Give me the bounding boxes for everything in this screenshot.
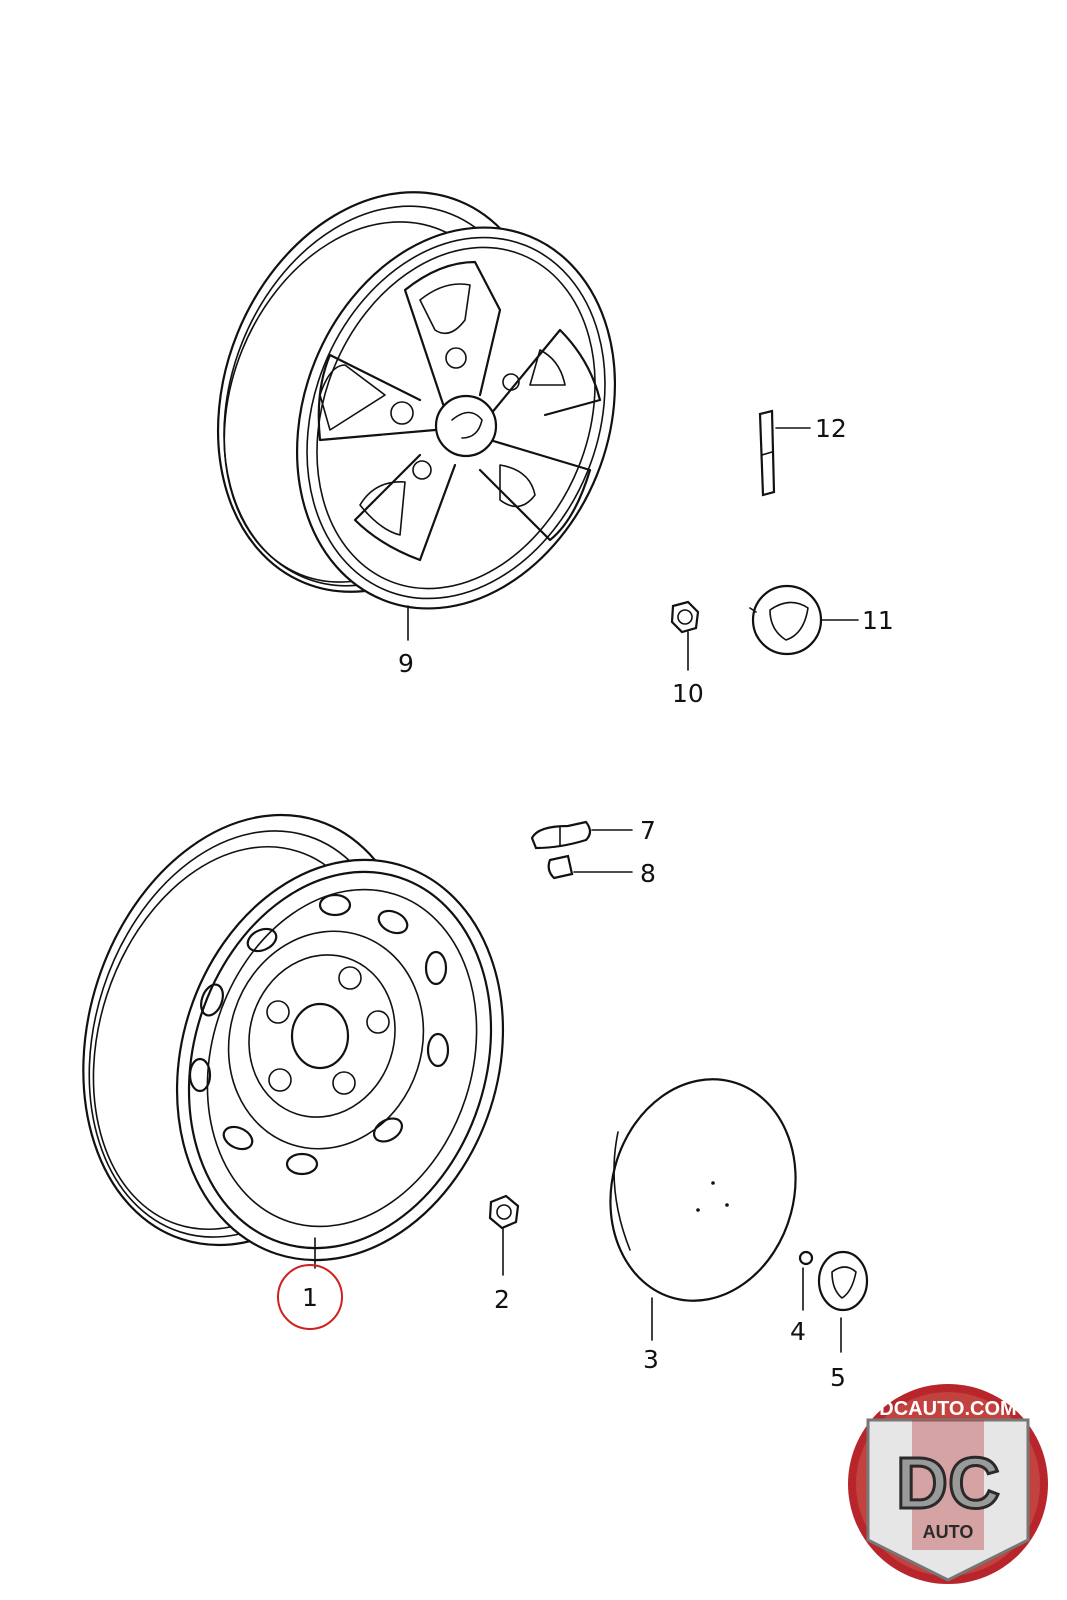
large-hub-cap-part-3[interactable] xyxy=(586,1058,820,1341)
logo-site-text: DCAUTO.COM xyxy=(879,1398,1016,1420)
label-part-7: 7 xyxy=(640,816,656,845)
balance-weight-part-12[interactable] xyxy=(758,409,811,497)
wheel-nut-part-10[interactable] xyxy=(670,600,700,671)
label-part-11: 11 xyxy=(862,606,894,635)
dcauto-logo: DCAUTO.COM DC AUTO xyxy=(848,1384,1048,1584)
steel-wheel-part-1[interactable] xyxy=(30,771,553,1303)
label-part-3: 3 xyxy=(643,1345,659,1374)
logo-initials-text: DC xyxy=(896,1444,1000,1524)
label-part-10: 10 xyxy=(672,679,704,708)
label-part-1: 1 xyxy=(302,1283,318,1312)
bracket-part-8[interactable] xyxy=(547,854,633,880)
label-part-12: 12 xyxy=(815,414,847,443)
highlight-circle-part-1 xyxy=(277,1264,343,1330)
label-part-4: 4 xyxy=(790,1317,806,1346)
alloy-wheel-part-9[interactable] xyxy=(160,143,670,657)
wheel-nut-part-2[interactable] xyxy=(488,1194,520,1276)
label-part-5: 5 xyxy=(830,1363,846,1392)
clip-part-7[interactable] xyxy=(530,820,633,850)
hub-cap-part-11[interactable] xyxy=(749,584,859,656)
washer-part-4[interactable] xyxy=(798,1250,814,1311)
emblem-cap-part-5[interactable] xyxy=(817,1250,869,1353)
label-part-9: 9 xyxy=(398,649,414,678)
logo-word-text: AUTO xyxy=(923,1522,974,1542)
label-part-2: 2 xyxy=(494,1285,510,1314)
label-part-8: 8 xyxy=(640,859,656,888)
